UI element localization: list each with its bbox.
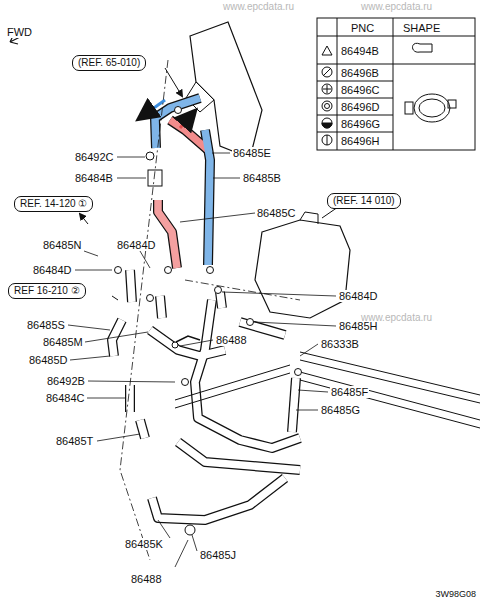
callout-number: 86488: [215, 334, 248, 346]
callout-number: 86485B: [242, 172, 282, 184]
watermark: www.epcdata.ru: [360, 1, 433, 13]
callout-number: 86484C: [45, 392, 86, 404]
reference-text: (REF. 14 010): [333, 195, 395, 207]
callout-number: 86485K: [124, 538, 164, 550]
table-cell: 86496C: [340, 84, 381, 96]
callout-number: 86485G: [320, 404, 361, 416]
table-cell: 86494B: [340, 45, 380, 57]
callout-number: 86485D: [28, 354, 69, 366]
watermark: www.epcdata.ru: [360, 312, 433, 324]
callout-number: 86485F: [330, 386, 369, 398]
table-cell: 86496H: [340, 135, 381, 147]
callout-number: 3W98G08: [434, 588, 477, 600]
table-cell: 86496G: [340, 118, 381, 130]
callout-number: 86485S: [26, 319, 66, 331]
callout-number: 86485E: [232, 147, 272, 159]
callout-number: 86485N: [42, 239, 83, 251]
table-cell: SHAPE: [402, 22, 441, 34]
table-cell: 86496D: [340, 101, 381, 113]
table-cell: 86496B: [340, 67, 380, 79]
reference-box: (REF. 14 010): [327, 193, 401, 209]
reference-text: (REF. 65-010): [78, 57, 140, 69]
callout-number: 86485M: [42, 336, 84, 348]
table-cell: PNC: [350, 22, 375, 34]
reference-box: REF 16-210 ②: [8, 283, 86, 299]
callout-number: FWD: [6, 26, 33, 38]
callout-number: 86485C: [256, 207, 297, 219]
callout-number: 86484D: [338, 290, 379, 302]
callout-number: 86484D: [32, 264, 73, 276]
reference-box: (REF. 65-010): [72, 55, 146, 71]
callout-number: 86484D: [116, 239, 157, 251]
reference-text: REF. 14-120 ①: [20, 198, 87, 210]
reference-text: REF 16-210 ②: [14, 285, 80, 297]
callout-number: 86485T: [55, 435, 94, 447]
reference-box: REF. 14-120 ①: [14, 196, 93, 212]
callout-number: 86484B: [74, 172, 114, 184]
callout-number: 86485J: [199, 549, 237, 561]
callout-number: 86333B: [320, 338, 360, 350]
callout-number: 86492B: [46, 375, 86, 387]
callout-number: 86488: [130, 573, 163, 585]
callout-number: 86492C: [74, 151, 115, 163]
watermark: www.epcdata.ru: [222, 1, 295, 13]
